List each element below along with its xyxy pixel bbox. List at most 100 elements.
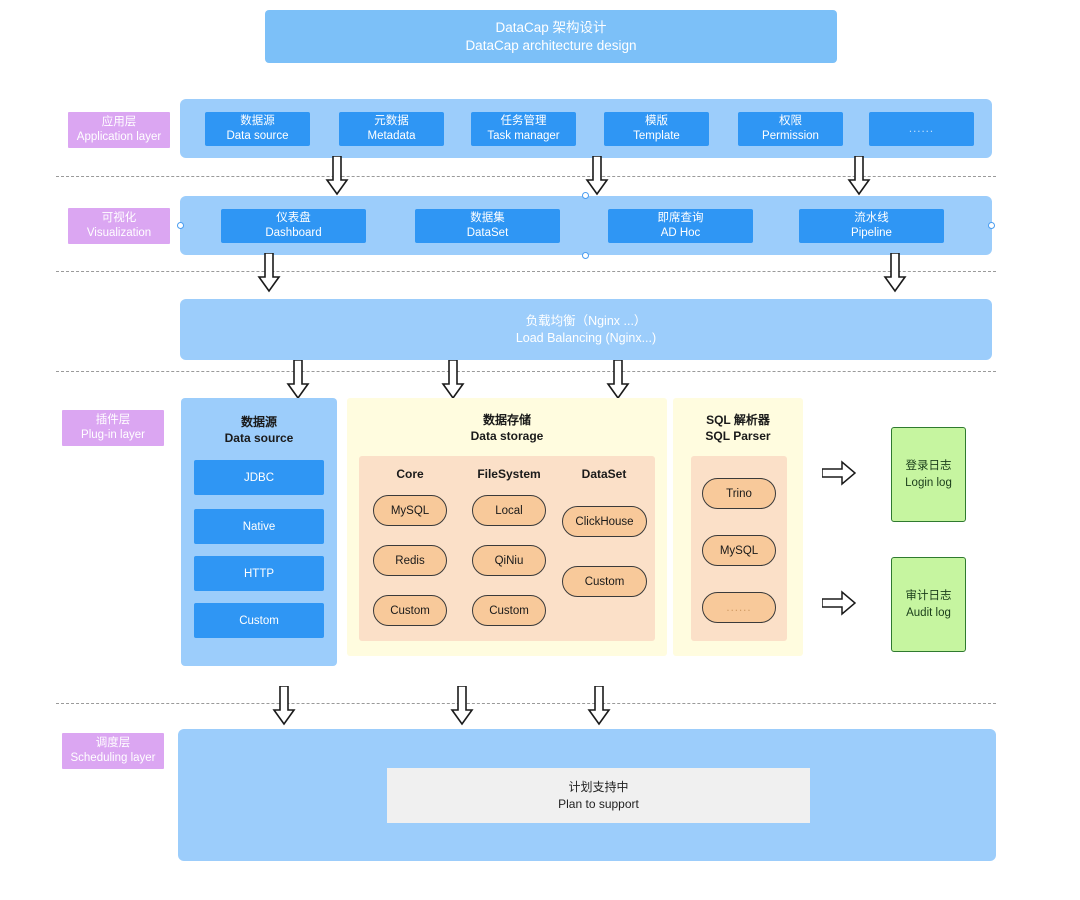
sql-parser-pill-more-label: ...... bbox=[726, 601, 752, 614]
storage-pill-dataset-clickhouse[interactable]: ClickHouse bbox=[562, 506, 647, 537]
sql-parser-pill-mysql-label: MySQL bbox=[719, 544, 759, 557]
plugin-data-source-item-jdbc[interactable]: JDBC bbox=[194, 460, 324, 495]
plugin-data-source-item-jdbc-label: JDBC bbox=[243, 471, 275, 484]
storage-pill-core-mysql-label: MySQL bbox=[390, 504, 430, 517]
app-box-task-manager[interactable]: 任务管理 Task manager bbox=[471, 112, 576, 146]
arrow-right-icon bbox=[822, 460, 856, 486]
plugin-data-source-item-custom[interactable]: Custom bbox=[194, 603, 324, 638]
app-box-permission[interactable]: 权限 Permission bbox=[738, 112, 843, 146]
plugin-data-source-item-native[interactable]: Native bbox=[194, 509, 324, 544]
selection-handle-right[interactable] bbox=[988, 222, 995, 229]
viz-box-ad-hoc[interactable]: 即席查询 AD Hoc bbox=[608, 209, 753, 243]
arrow-down-icon bbox=[606, 360, 630, 400]
layer-chip-plugin-cn: 插件层 bbox=[95, 414, 131, 427]
layer-chip-visualization: 可视化 Visualization bbox=[68, 208, 170, 244]
plugin-sql-parser-title-cn: SQL 解析器 bbox=[706, 413, 770, 427]
storage-pill-filesystem-local[interactable]: Local bbox=[472, 495, 546, 526]
arrow-down-icon bbox=[847, 156, 871, 196]
plugin-sql-parser-title: SQL 解析器 SQL Parser bbox=[673, 412, 803, 444]
storage-pill-core-custom[interactable]: Custom bbox=[373, 595, 447, 626]
separator-visualization-loadbalancing bbox=[56, 271, 996, 272]
selection-handle-bottom[interactable] bbox=[582, 252, 589, 259]
app-box-data-source-cn: 数据源 bbox=[240, 115, 275, 128]
viz-box-ad-hoc-cn: 即席查询 bbox=[657, 212, 704, 225]
storage-column-header-dataset: DataSet bbox=[581, 467, 627, 481]
arrow-down-icon bbox=[450, 686, 474, 726]
app-box-data-source-en: Data source bbox=[226, 130, 289, 142]
plugin-data-storage-panel: Core FileSystem DataSet MySQL Redis Cust… bbox=[359, 456, 655, 641]
app-box-data-source[interactable]: 数据源 Data source bbox=[205, 112, 310, 146]
storage-pill-filesystem-custom[interactable]: Custom bbox=[472, 595, 546, 626]
storage-pill-dataset-custom-label: Custom bbox=[584, 575, 625, 588]
arrow-down-icon bbox=[883, 253, 907, 293]
plugin-data-source-item-http-label: HTTP bbox=[243, 567, 275, 580]
sql-parser-pill-more[interactable]: ...... bbox=[702, 592, 776, 623]
app-box-template[interactable]: 模版 Template bbox=[604, 112, 709, 146]
viz-box-pipeline[interactable]: 流水线 Pipeline bbox=[799, 209, 944, 243]
viz-box-pipeline-en: Pipeline bbox=[851, 227, 892, 239]
app-box-permission-cn: 权限 bbox=[779, 115, 802, 128]
viz-box-pipeline-cn: 流水线 bbox=[854, 212, 889, 225]
separator-application-visualization bbox=[56, 176, 996, 177]
diagram-title-banner: DataCap 架构设计 DataCap architecture design bbox=[265, 10, 837, 63]
app-box-task-manager-cn: 任务管理 bbox=[500, 115, 547, 128]
viz-box-dataset-cn: 数据集 bbox=[470, 212, 505, 225]
sql-parser-pill-mysql[interactable]: MySQL bbox=[702, 535, 776, 566]
sql-parser-pill-trino[interactable]: Trino bbox=[702, 478, 776, 509]
app-box-more[interactable]: ...... bbox=[869, 112, 974, 146]
app-box-permission-en: Permission bbox=[762, 130, 819, 142]
selection-handle-top[interactable] bbox=[582, 192, 589, 199]
app-box-template-cn: 模版 bbox=[645, 115, 668, 128]
arrow-down-icon bbox=[257, 253, 281, 293]
log-box-audit[interactable]: 审计日志 Audit log bbox=[891, 557, 966, 652]
plugin-data-source-title-en: Data source bbox=[224, 431, 294, 446]
plugin-data-storage-container: 数据存储 Data storage Core FileSystem DataSe… bbox=[347, 398, 667, 656]
plugin-data-source-item-http[interactable]: HTTP bbox=[194, 556, 324, 591]
storage-pill-dataset-custom[interactable]: Custom bbox=[562, 566, 647, 597]
storage-pill-core-custom-label: Custom bbox=[390, 604, 430, 617]
layer-chip-application-cn: 应用层 bbox=[101, 116, 137, 129]
arrow-right-icon bbox=[822, 590, 856, 616]
scheduling-plan-en: Plan to support bbox=[558, 796, 639, 811]
layer-chip-application-en: Application layer bbox=[76, 131, 162, 143]
arrow-down-icon bbox=[441, 360, 465, 400]
diagram-title-en: DataCap architecture design bbox=[465, 37, 637, 53]
viz-box-dataset[interactable]: 数据集 DataSet bbox=[415, 209, 560, 243]
viz-box-dataset-en: DataSet bbox=[466, 227, 509, 239]
viz-box-ad-hoc-en: AD Hoc bbox=[660, 227, 701, 239]
layer-chip-plugin-en: Plug-in layer bbox=[81, 429, 145, 441]
log-box-audit-cn: 审计日志 bbox=[905, 590, 952, 603]
log-box-login[interactable]: 登录日志 Login log bbox=[891, 427, 966, 522]
layer-chip-scheduling-en: Scheduling layer bbox=[70, 752, 156, 764]
sql-parser-pill-trino-label: Trino bbox=[726, 487, 752, 500]
layer-chip-scheduling: 调度层 Scheduling layer bbox=[62, 733, 164, 769]
storage-pill-filesystem-qiniu[interactable]: QiNiu bbox=[472, 545, 546, 576]
app-box-metadata[interactable]: 元数据 Metadata bbox=[339, 112, 444, 146]
load-balancing-cn: 负载均衡（Nginx ...） bbox=[525, 313, 647, 328]
storage-column-header-filesystem: FileSystem bbox=[477, 467, 541, 481]
storage-pill-filesystem-qiniu-label: QiNiu bbox=[494, 554, 524, 567]
plugin-data-storage-title-en: Data storage bbox=[470, 429, 544, 444]
application-layer-band bbox=[180, 99, 992, 158]
plugin-data-source-item-native-label: Native bbox=[242, 520, 276, 533]
storage-pill-core-mysql[interactable]: MySQL bbox=[373, 495, 447, 526]
storage-column-header-core: Core bbox=[396, 467, 424, 481]
viz-box-dashboard-en: Dashboard bbox=[265, 227, 322, 239]
arrow-down-icon bbox=[272, 686, 296, 726]
storage-pill-core-redis[interactable]: Redis bbox=[373, 545, 447, 576]
plugin-sql-parser-container: SQL 解析器 SQL Parser Trino MySQL ...... bbox=[673, 398, 803, 656]
viz-box-dashboard[interactable]: 仪表盘 Dashboard bbox=[221, 209, 366, 243]
plugin-data-storage-title-cn: 数据存储 bbox=[482, 413, 531, 427]
app-box-metadata-cn: 元数据 bbox=[374, 115, 409, 128]
plugin-sql-parser-title-en: SQL Parser bbox=[705, 429, 771, 444]
app-box-more-label: ...... bbox=[908, 122, 935, 135]
separator-plugin-scheduling bbox=[56, 703, 996, 704]
arrow-down-icon bbox=[325, 156, 349, 196]
plugin-data-source-column: 数据源 Data source JDBC Native HTTP Custom bbox=[181, 398, 337, 666]
storage-pill-core-redis-label: Redis bbox=[395, 554, 425, 567]
arrow-down-icon bbox=[587, 686, 611, 726]
scheduling-plan-box: 计划支持中 Plan to support bbox=[387, 768, 810, 823]
load-balancing-en: Load Balancing (Nginx...) bbox=[515, 330, 657, 345]
selection-handle-left[interactable] bbox=[177, 222, 184, 229]
load-balancing-band: 负载均衡（Nginx ...） Load Balancing (Nginx...… bbox=[180, 299, 992, 360]
